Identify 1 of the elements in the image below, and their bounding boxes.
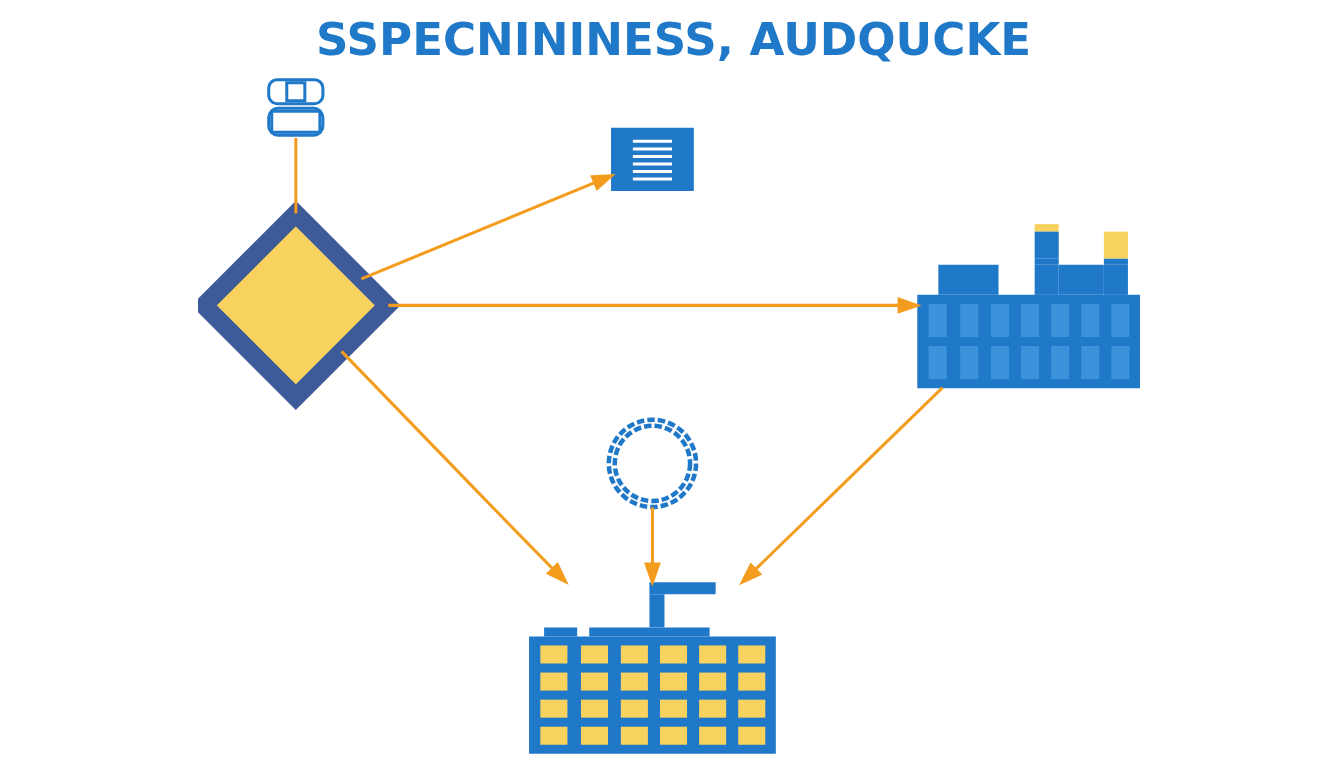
diagram-title: SSPECNININESS, AUDQUCKE bbox=[316, 12, 1032, 66]
